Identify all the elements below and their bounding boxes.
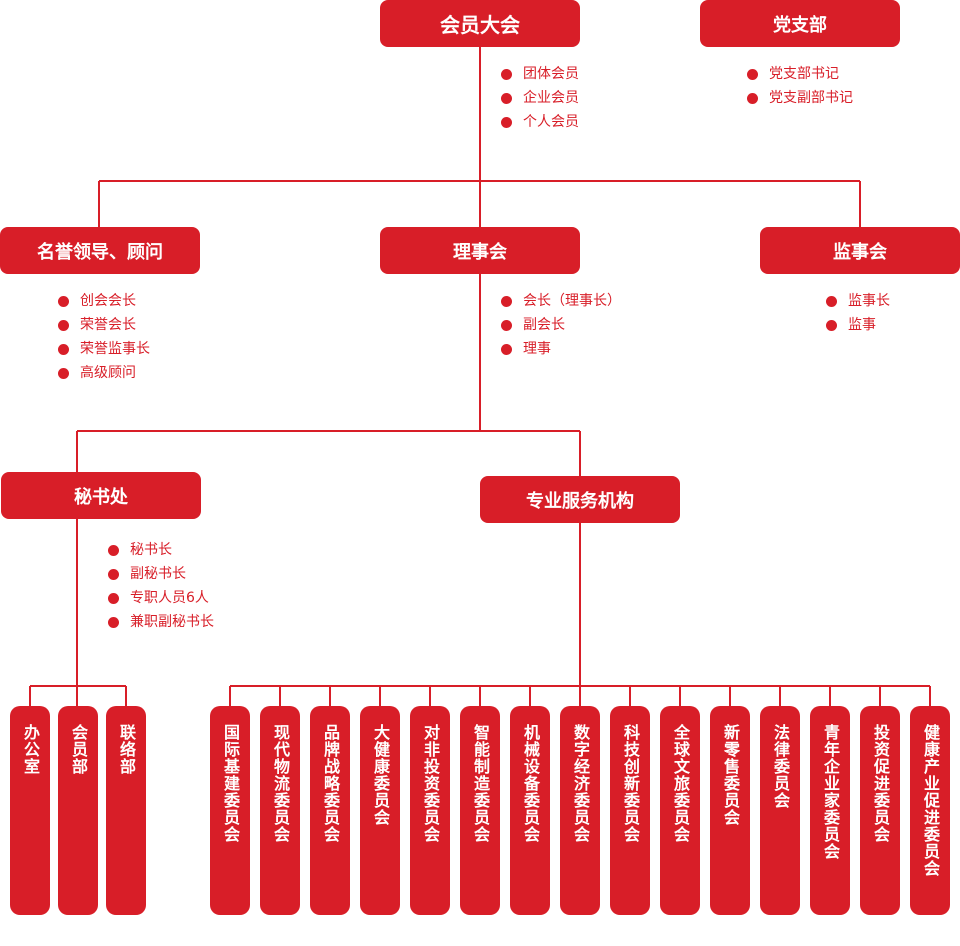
committee-label: 国际基建委员会 — [221, 724, 240, 843]
list-item: 专职人员6人 — [108, 586, 214, 610]
council-title: 理事会 — [453, 241, 507, 263]
committee-label: 现代物流委员会 — [271, 724, 290, 843]
committee-box: 健康产业促进委员会 — [910, 706, 950, 915]
council-list: 会长（理事长） 副会长 理事 — [501, 289, 621, 361]
list-item: 副会长 — [501, 313, 621, 337]
list-item: 秘书长 — [108, 538, 214, 562]
committee-label: 投资促进委员会 — [871, 724, 890, 843]
list-item: 党支副部书记 — [747, 86, 853, 110]
committee-label: 机械设备委员会 — [521, 724, 540, 843]
committee-label: 品牌战略委员会 — [321, 724, 340, 843]
committee-label: 全球文旅委员会 — [671, 724, 690, 843]
supervisory-box: 监事会 — [760, 227, 960, 274]
committee-box: 大健康委员会 — [360, 706, 400, 915]
members-assembly-box: 会员大会 — [380, 0, 580, 47]
list-item: 企业会员 — [501, 86, 579, 110]
list-item: 团体会员 — [501, 62, 579, 86]
committee-box: 机械设备委员会 — [510, 706, 550, 915]
honorary-box: 名誉领导、顾问 — [0, 227, 200, 274]
list-item: 创会会长 — [58, 289, 150, 313]
list-item: 监事 — [826, 313, 890, 337]
committee-box: 数字经济委员会 — [560, 706, 600, 915]
party-branch-box: 党支部 — [700, 0, 900, 47]
committee-label: 大健康委员会 — [371, 724, 390, 826]
committee-label: 青年企业家委员会 — [821, 724, 840, 860]
dept-box-office: 办公室 — [10, 706, 50, 915]
council-box: 理事会 — [380, 227, 580, 274]
list-item: 个人会员 — [501, 110, 579, 134]
secretariat-list: 秘书长 副秘书长 专职人员6人 兼职副秘书长 — [108, 538, 214, 634]
committee-box: 国际基建委员会 — [210, 706, 250, 915]
committee-box: 新零售委员会 — [710, 706, 750, 915]
list-item: 高级顾问 — [58, 361, 150, 385]
supervisory-title: 监事会 — [833, 241, 887, 263]
list-item: 理事 — [501, 337, 621, 361]
committee-box: 全球文旅委员会 — [660, 706, 700, 915]
list-item: 荣誉会长 — [58, 313, 150, 337]
honorary-title: 名誉领导、顾问 — [37, 241, 163, 263]
list-item: 副秘书长 — [108, 562, 214, 586]
honorary-list: 创会会长 荣誉会长 荣誉监事长 高级顾问 — [58, 289, 150, 385]
dept-label: 办公室 — [21, 724, 40, 775]
list-item: 监事长 — [826, 289, 890, 313]
dept-label: 会员部 — [69, 724, 88, 775]
services-title: 专业服务机构 — [526, 490, 634, 512]
party-branch-title: 党支部 — [773, 14, 827, 36]
party-branch-list: 党支部书记 党支副部书记 — [747, 62, 853, 110]
list-item: 兼职副秘书长 — [108, 610, 214, 634]
secretariat-title: 秘书处 — [74, 486, 128, 508]
committee-label: 新零售委员会 — [721, 724, 740, 826]
committee-label: 法律委员会 — [771, 724, 790, 809]
committee-box: 对非投资委员会 — [410, 706, 450, 915]
committee-box: 科技创新委员会 — [610, 706, 650, 915]
committee-label: 智能制造委员会 — [471, 724, 490, 843]
members-assembly-list: 团体会员 企业会员 个人会员 — [501, 62, 579, 134]
committee-label: 数字经济委员会 — [571, 724, 590, 843]
list-item: 会长（理事长） — [501, 289, 621, 313]
committee-label: 科技创新委员会 — [621, 724, 640, 843]
services-box: 专业服务机构 — [480, 476, 680, 523]
dept-box-liaison: 联络部 — [106, 706, 146, 915]
committee-label: 对非投资委员会 — [421, 724, 440, 843]
dept-box-membership: 会员部 — [58, 706, 98, 915]
secretariat-box: 秘书处 — [1, 472, 201, 519]
committee-box: 投资促进委员会 — [860, 706, 900, 915]
supervisory-list: 监事长 监事 — [826, 289, 890, 337]
members-assembly-title: 会员大会 — [440, 13, 520, 37]
committee-box: 法律委员会 — [760, 706, 800, 915]
committee-box: 青年企业家委员会 — [810, 706, 850, 915]
dept-label: 联络部 — [117, 724, 136, 775]
committee-label: 健康产业促进委员会 — [921, 724, 940, 877]
committee-box: 现代物流委员会 — [260, 706, 300, 915]
committee-box: 品牌战略委员会 — [310, 706, 350, 915]
list-item: 荣誉监事长 — [58, 337, 150, 361]
list-item: 党支部书记 — [747, 62, 853, 86]
committee-box: 智能制造委员会 — [460, 706, 500, 915]
